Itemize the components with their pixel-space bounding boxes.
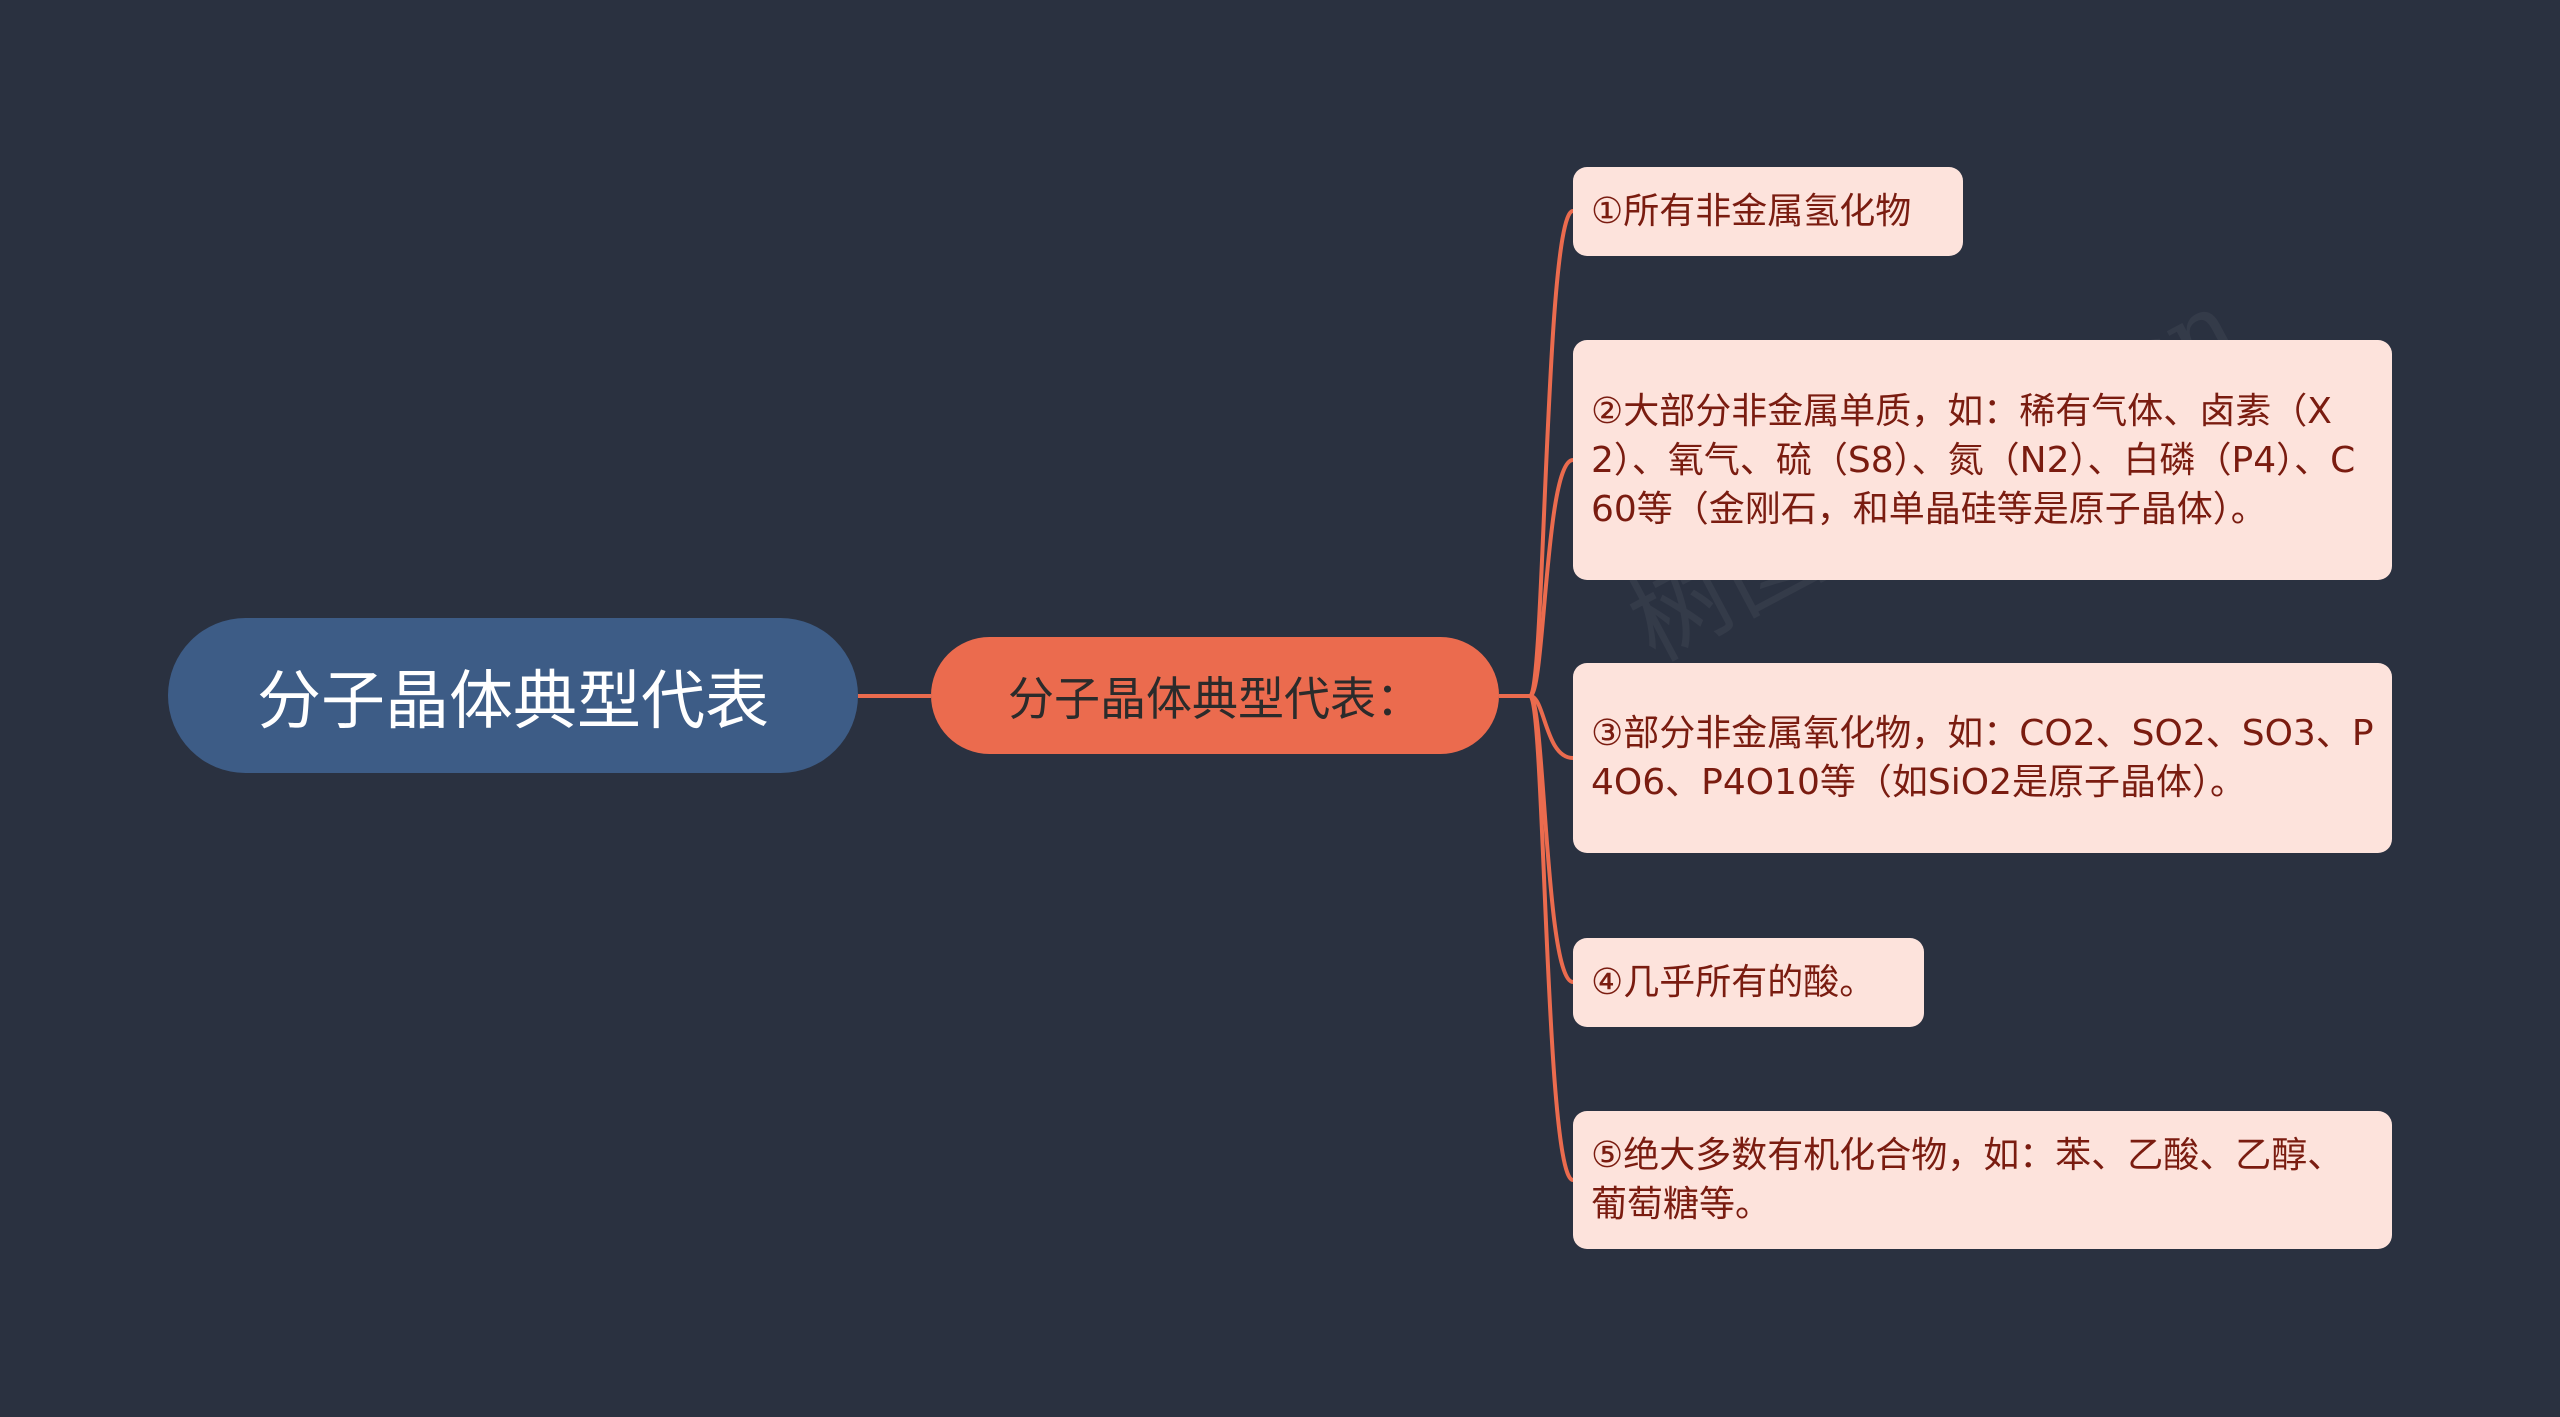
connector-branch-leaf-2 bbox=[1499, 458, 1574, 698]
leaf-topic-1-text: ①所有非金属氢化物 bbox=[1591, 191, 1912, 232]
leaf-topic-4-text: ④几乎所有的酸。 bbox=[1591, 962, 1876, 1003]
leaf-topic-2[interactable]: ②大部分非金属单质，如：稀有气体、卤素（X2）、氧气、硫（S8）、氮（N2）、白… bbox=[1573, 340, 2392, 580]
leaf-topic-3-text: ③部分非金属氧化物，如：CO2、SO2、SO3、P4O6、P4O10等（如SiO… bbox=[1591, 713, 2374, 803]
leaf-topic-3[interactable]: ③部分非金属氧化物，如：CO2、SO2、SO3、P4O6、P4O10等（如SiO… bbox=[1573, 663, 2392, 853]
root-topic-label: 分子晶体典型代表 bbox=[257, 664, 769, 739]
leaf-topic-5[interactable]: ⑤绝大多数有机化合物，如：苯、乙酸、乙醇、葡萄糖等。 bbox=[1573, 1111, 2392, 1249]
connector-branch-leaf-1 bbox=[1499, 209, 1575, 698]
leaf-topic-4[interactable]: ④几乎所有的酸。 bbox=[1573, 938, 1924, 1027]
leaf-topic-5-text: ⑤绝大多数有机化合物，如：苯、乙酸、乙醇、葡萄糖等。 bbox=[1591, 1135, 2344, 1225]
connector-branch-leaf-5 bbox=[1499, 694, 1575, 1182]
root-topic[interactable]: 分子晶体典型代表 bbox=[168, 618, 858, 773]
leaf-topic-2-text: ②大部分非金属单质，如：稀有气体、卤素（X2）、氧气、硫（S8）、氮（N2）、白… bbox=[1591, 390, 2356, 530]
branch-topic-label: 分子晶体典型代表： bbox=[1008, 671, 1422, 726]
leaf-topic-1[interactable]: ①所有非金属氢化物 bbox=[1573, 167, 1963, 256]
branch-topic[interactable]: 分子晶体典型代表： bbox=[931, 637, 1499, 754]
